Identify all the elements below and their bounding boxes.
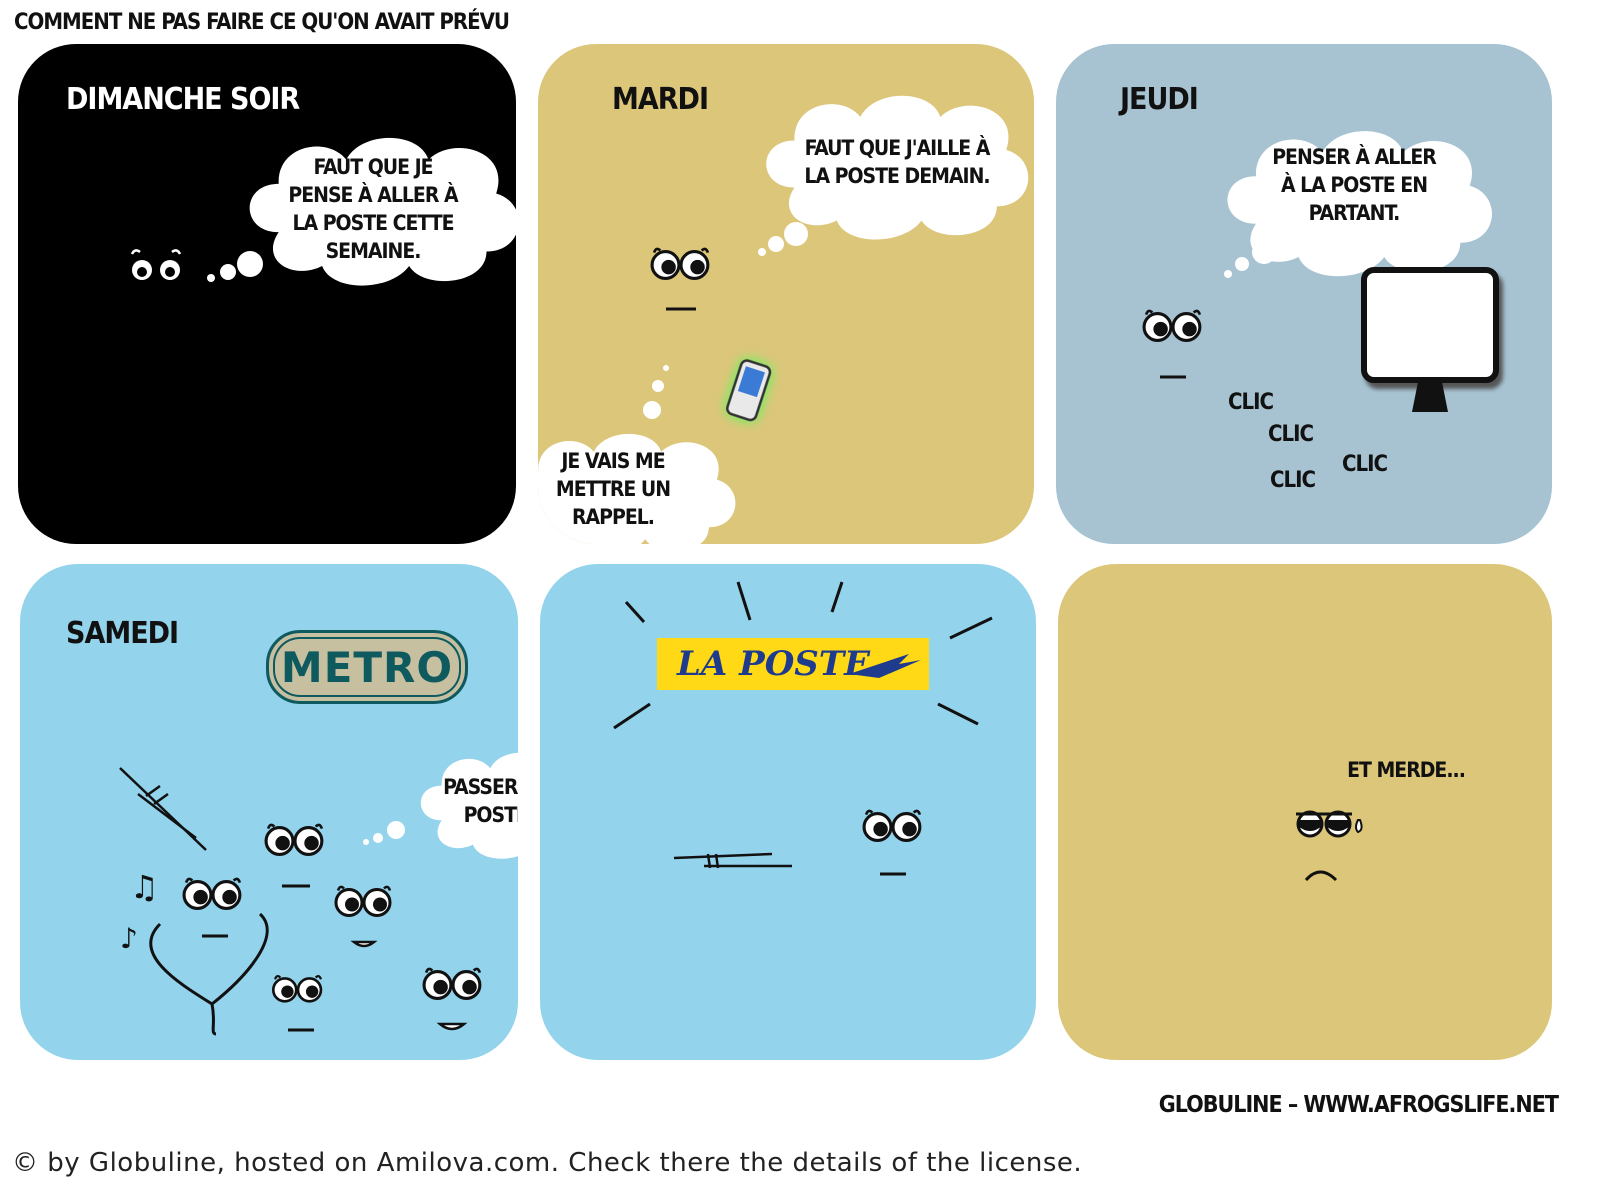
thought-bubble [363,752,518,859]
la-poste-label: LA POSTE [677,644,871,684]
panel-mardi: MARDI FAUT QUE J'AILLE À LA POSTE DEMAIN… [538,44,1034,544]
panel-day-label: SAMEDI [66,616,179,651]
motion-lines-icon [673,852,792,869]
character-art [673,809,922,876]
bubble-text: FAUT QUE J'AILLE À LA POSTE DEMAIN. [804,136,990,188]
thought-bubble [207,137,516,286]
panel-dimanche-soir: DIMANCHE SOIR FAUT QUE JE PENSE À ALLER … [18,44,516,544]
la-poste-sign: LA POSTE [657,638,929,690]
sound-effect-text: CLIC [1228,390,1274,415]
music-note-icon: ♫ [130,868,159,906]
panel-la-poste: LA POSTE [540,564,1036,1060]
thought-bubble [1224,131,1492,278]
sound-effect-text: CLIC [1342,452,1388,477]
motion-lines-icon [119,767,207,851]
thought-bubble [538,95,1029,544]
bubble-text: FAUT QUE JE PENSE À ALLER À LA POSTE CET… [288,155,458,263]
heart-outline-icon [149,912,269,1036]
post-bird-logo-icon [849,654,921,678]
caption-text: ET MERDE... [1347,758,1466,782]
phone-icon [726,359,772,422]
character-art [650,247,772,422]
panel-et-merde: ET MERDE... [1058,564,1552,1060]
sound-effect-text: CLIC [1268,422,1314,447]
comic-title: COMMENT NE PAS FAIRE CE QU'ON AVAIT PRÉV… [14,10,510,35]
monitor-icon [1361,267,1499,412]
character-art [1142,267,1499,412]
crowd-art: ♫ ♪ [119,767,482,1036]
bubble-text: PASSER À LA POSTE... [443,775,518,827]
sad-character-art [1296,810,1363,882]
sound-effect-text: CLIC [1270,468,1316,493]
music-note-icon: ♪ [120,922,138,955]
credit-line: GLOBULINE – WWW.AFROGSLIFE.NET [1158,1092,1559,1118]
panel-day-label: DIMANCHE SOIR [66,82,300,117]
bubble-text: PENSER À ALLER À LA POSTE EN PARTANT. [1272,145,1437,225]
character-eyes-icon [130,249,182,280]
metro-sign: METRO [266,630,468,704]
tear-drop-icon [1355,819,1363,834]
shine-lines-icon [613,581,993,730]
panel-samedi: SAMEDI METRO PASSER À LA POSTE... ♫ ♪ [20,564,518,1060]
panel-day-label: MARDI [612,82,709,117]
license-footer: © by Globuline, hosted on Amilova.com. C… [12,1148,1083,1178]
panel-day-label: JEUDI [1120,82,1199,117]
panel-jeudi: JEUDI PENSER À ALLER À LA POSTE EN PARTA… [1056,44,1552,544]
